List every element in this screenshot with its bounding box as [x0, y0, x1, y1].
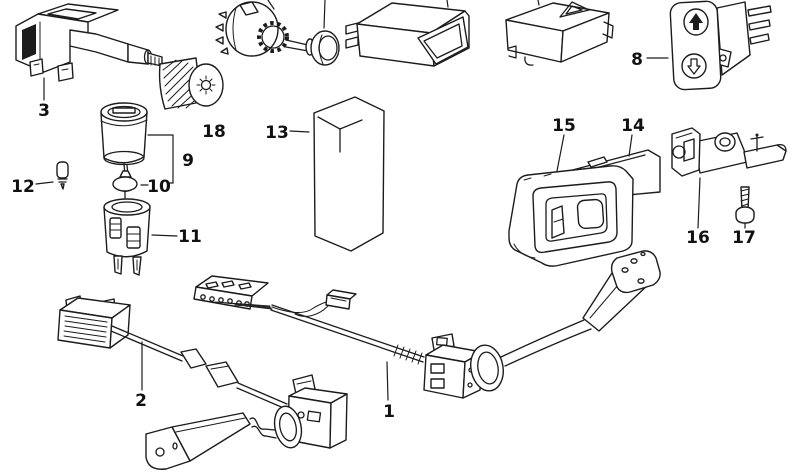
part-label-15: 15 — [552, 116, 576, 136]
part-label-16: 16 — [686, 228, 710, 248]
part-13-cover — [313, 96, 385, 252]
connector-pins — [63, 315, 108, 343]
part-9-lighter-element — [100, 102, 148, 166]
part-1-stalk-switch — [423, 250, 661, 399]
part-3-stop-light-switch — [15, 3, 163, 82]
part-17-screw — [735, 186, 755, 224]
part-label-1: 1 — [383, 402, 395, 422]
part-label-17: 17 — [732, 228, 756, 248]
hazard-triangle-icon — [559, 1, 590, 18]
part-11-lighter-socket — [103, 198, 151, 276]
part-label-3: 3 — [38, 101, 50, 121]
wire-wrap-ticks — [393, 344, 423, 365]
part-label-8: 8 — [631, 50, 643, 70]
relay — [345, 0, 470, 67]
hazard-switch — [505, 0, 614, 66]
arrow-up-icon — [689, 13, 703, 30]
light-bulb-icon — [196, 75, 216, 95]
part-15-switch-housing — [508, 165, 634, 267]
part-label-12: 12 — [11, 177, 35, 197]
part-label-2: 2 — [135, 391, 147, 411]
part-label-10: 10 — [147, 177, 171, 197]
part-12-bulb — [56, 161, 69, 190]
part-label-11: 11 — [178, 227, 202, 247]
leader-lines — [35, 57, 746, 401]
arrow-down-icon — [687, 58, 701, 75]
part-18-knob — [158, 57, 224, 110]
part-label-14: 14 — [621, 116, 645, 136]
part-labels: 3 18 9 10 12 11 13 8 15 14 16 17 2 1 — [11, 50, 756, 422]
part-label-9: 9 — [182, 151, 194, 171]
part-label-18: 18 — [202, 122, 226, 142]
part-16-bracket — [671, 127, 787, 177]
part-8-window-switch — [669, 0, 772, 91]
rotary-light-switch — [215, 0, 340, 66]
part-2-stalk-switch — [145, 374, 348, 470]
part-2-harness — [57, 295, 288, 410]
part-label-13: 13 — [265, 123, 289, 143]
part-10-plunger — [112, 163, 138, 199]
part-1-harness — [193, 275, 425, 365]
